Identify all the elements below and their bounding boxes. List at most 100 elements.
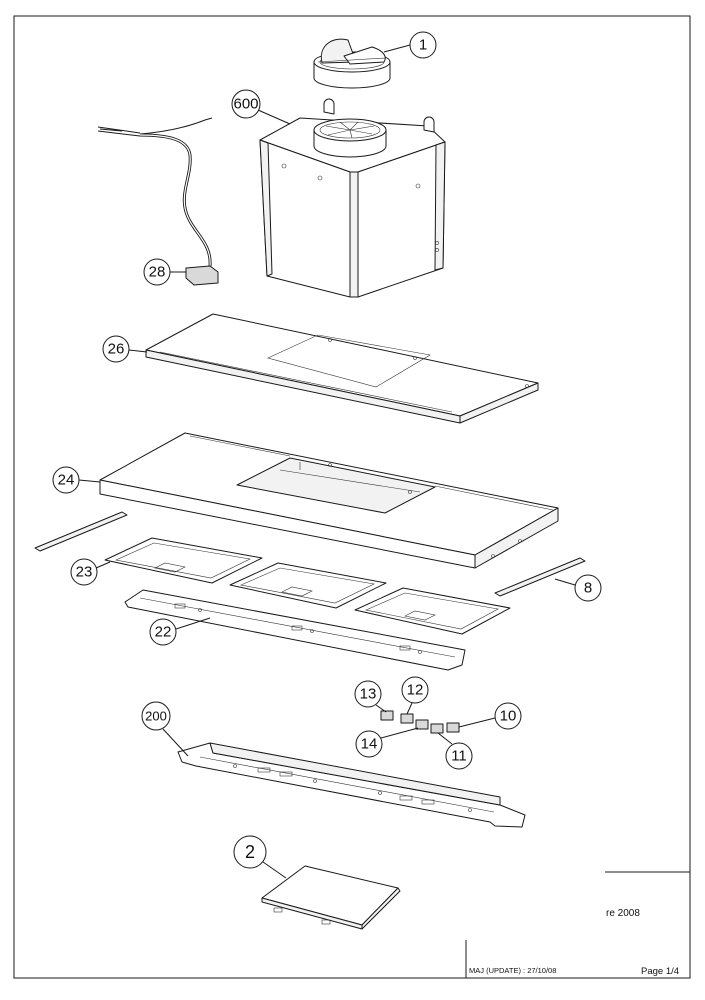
cable-lead-wires [97, 126, 141, 137]
leader-line [95, 561, 111, 569]
bottom-panel-tab [273, 907, 283, 913]
filter-mesh [365, 592, 499, 630]
fan-blades [325, 121, 375, 139]
leader-line [458, 717, 496, 728]
callout-24: 24 [52, 466, 101, 494]
filter-mesh [239, 567, 375, 604]
callout-circle [574, 574, 602, 602]
callout-circle [445, 742, 473, 770]
callout-label: 23 [76, 564, 93, 581]
leader-line [128, 349, 148, 353]
leader-line [406, 702, 413, 715]
channel-slot [421, 799, 435, 805]
part-26-cover-panel [145, 313, 539, 424]
callout-label: 600 [233, 96, 258, 113]
filter-handle [154, 562, 186, 573]
channel-hole [468, 808, 472, 812]
canopy-screw [491, 554, 495, 558]
callout-circle [401, 676, 429, 704]
callout-label: 14 [361, 736, 378, 753]
callout-2: 2 [233, 835, 287, 879]
leader-line [175, 617, 211, 630]
callout-10: 10 [458, 702, 522, 730]
rail-slot [174, 603, 186, 609]
part-24-canopy-body [99, 432, 559, 569]
leader-line [383, 44, 411, 53]
callout-14: 14 [355, 727, 419, 758]
callout-26: 26 [102, 335, 148, 363]
filter-handle [404, 610, 436, 621]
housing-corner-chamfer [349, 171, 359, 298]
callout-circle [409, 31, 437, 59]
channel-hole [313, 779, 317, 783]
title-block-date: re 2008 [606, 908, 640, 919]
callout-13: 13 [354, 680, 387, 713]
panel-hole [525, 384, 529, 388]
canopy-opening-inner [279, 462, 421, 493]
canopy-opening [236, 457, 436, 514]
callout-circle [355, 730, 383, 758]
callout-label: 26 [108, 341, 125, 358]
component-14 [415, 719, 429, 730]
drawing-frame [13, 15, 691, 979]
panel-hole [328, 338, 332, 342]
housing-screw [435, 248, 439, 252]
callout-circle [143, 258, 171, 286]
mount-tab-right [423, 116, 435, 133]
component-13 [380, 710, 394, 721]
callout-circle [233, 835, 267, 869]
filter-frame [229, 562, 387, 609]
callout-label: 2 [245, 842, 255, 862]
part-1-damper [313, 38, 391, 89]
channel-inner-edge [199, 756, 495, 813]
leader-line [375, 704, 387, 713]
callout-circle [52, 466, 80, 494]
housing-screw [281, 163, 287, 169]
rail-slot [399, 645, 411, 651]
part-8-trim-strip [494, 557, 586, 597]
bottom-panel-edge-right [361, 887, 401, 930]
mount-tab-left [323, 98, 335, 115]
panel-cutout [267, 334, 431, 388]
callout-label: 22 [155, 624, 172, 641]
callout-circle [231, 89, 261, 119]
panel-right-edge [459, 382, 539, 424]
callout-circle [70, 558, 98, 586]
part-28-power-cable [97, 117, 219, 286]
channel-slot [257, 767, 271, 773]
canopy-top-rear-line [189, 435, 554, 511]
canopy-screw [518, 539, 522, 543]
callout-23: 23 [70, 558, 111, 586]
filter-handle [281, 586, 313, 597]
part-2-bottom-panel [261, 865, 401, 930]
leader-line [380, 727, 419, 739]
component-10 [446, 722, 460, 733]
callout-1: 1 [383, 31, 437, 59]
rail-slot [291, 625, 303, 631]
panel-flange-line [159, 351, 453, 413]
callout-label: 1 [419, 37, 427, 54]
filter-mesh [115, 542, 251, 579]
component-12 [400, 713, 414, 724]
housing-screw [435, 241, 439, 245]
leader-line [78, 479, 101, 483]
panel-hole [413, 356, 417, 360]
bottom-panel-tab [321, 919, 331, 925]
cable-main-core [139, 134, 211, 267]
cable-connector [185, 265, 219, 286]
leader-line [257, 109, 291, 125]
parts-10-14-components [380, 710, 460, 734]
rail-hole [310, 629, 314, 633]
filter-frame [104, 537, 263, 584]
callout-12: 12 [401, 676, 429, 715]
title-block-update: MAJ (UPDATE) : 27/10/08 [469, 966, 556, 975]
canopy-right-face [474, 507, 559, 569]
leader-line [162, 728, 189, 757]
housing-left-chamfer [259, 139, 273, 277]
callout-label: 28 [149, 264, 166, 281]
callout-circle [149, 618, 177, 646]
callout-22: 22 [149, 617, 211, 646]
housing-screw [415, 183, 421, 189]
rail-hole [418, 650, 422, 654]
